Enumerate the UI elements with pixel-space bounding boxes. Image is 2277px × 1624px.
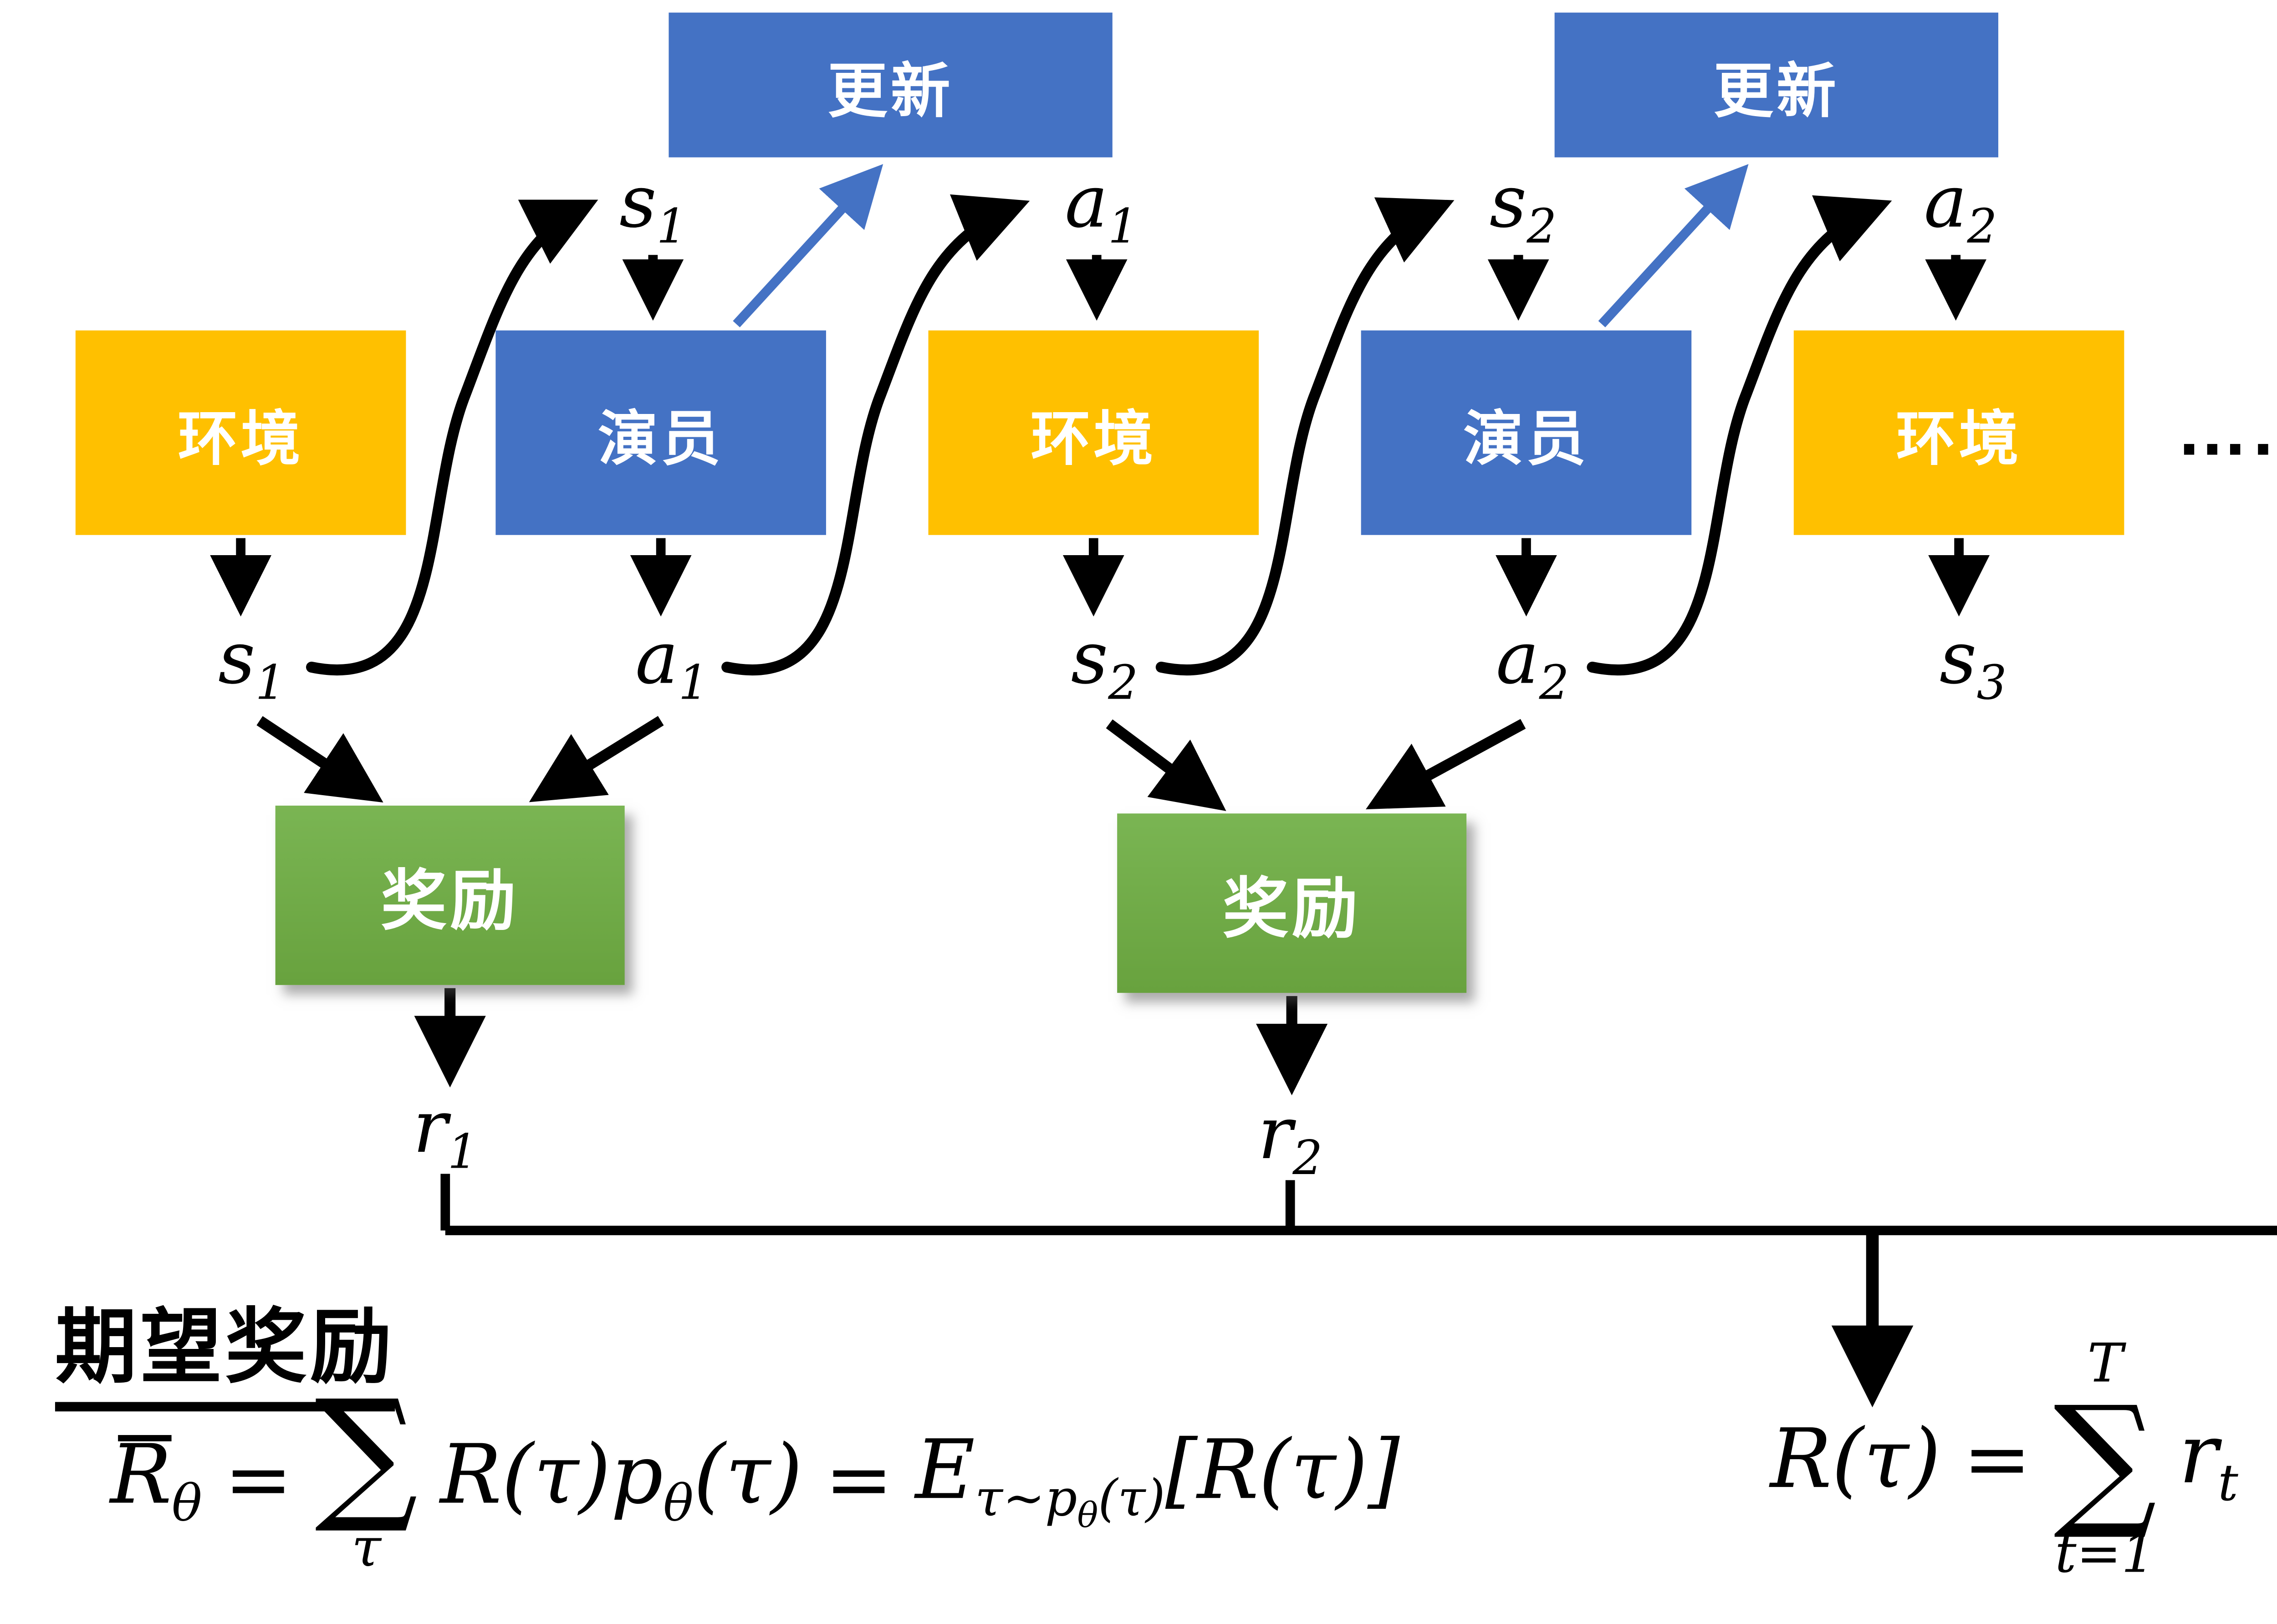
continuation-ellipsis: …… <box>2176 388 2277 471</box>
arrow-actor2-to-update2 <box>1598 164 1749 327</box>
equals-sign: = <box>224 1433 293 1527</box>
return-lhs: R(τ) <box>1770 1412 1941 1507</box>
sum-lower-limit: t=1 <box>2055 1523 2155 1587</box>
expectation-term: Eτ~pθ(τ)[R(τ)] <box>915 1424 1400 1537</box>
mid-label-s2: s2 <box>1071 615 1138 712</box>
expected-reward-heading: 期望奖励 <box>55 1281 395 1412</box>
mid-label-s1: s1 <box>218 615 286 712</box>
arrow-a2-to-reward2 <box>1366 719 1526 810</box>
equals-sign: = <box>1963 1412 2032 1507</box>
environment-box-2: 环境 <box>928 330 1259 535</box>
top-label-a1: a1 <box>1065 158 1138 255</box>
sigma-symbol: ∑ <box>2053 1375 2157 1544</box>
mid-label-a1: a1 <box>635 615 709 712</box>
top-label-s2: s2 <box>1489 158 1557 255</box>
sum-over-t: T ∑ t=1 <box>2053 1338 2157 1582</box>
reward-term: rt <box>2179 1407 2238 1512</box>
reward-label-r1: r1 <box>413 1084 478 1180</box>
expected-reward-formula: Rθ = ∑ τ R(τ)pθ(τ) = Eτ~pθ(τ)[R(τ)] <box>110 1369 1400 1581</box>
mid-label-a2: a2 <box>1496 615 1569 712</box>
rbar-term: Rθ <box>110 1428 202 1532</box>
arrow-a1-to-reward1 <box>529 716 664 802</box>
top-label-a2: a2 <box>1924 158 1997 255</box>
environment-box-3: 环境 <box>1793 330 2124 535</box>
reward-box-2: 奖励 <box>1117 813 1467 993</box>
actor-box-2: 演员 <box>1361 330 1692 535</box>
arrow-s1-to-reward1 <box>256 716 383 803</box>
actor-box-1: 演员 <box>495 330 826 535</box>
sum-upper-limit: T <box>2087 1333 2123 1396</box>
reward-box-1: 奖励 <box>275 806 625 985</box>
sigma-symbol: ∑ <box>315 1369 418 1537</box>
equals-sign-2: = <box>824 1433 893 1527</box>
mid-label-s3: s3 <box>1939 615 2007 712</box>
reward-label-r2: r2 <box>1258 1090 1323 1187</box>
sum-over-tau: ∑ τ <box>315 1369 418 1581</box>
update-box-2: 更新 <box>1554 12 1998 158</box>
update-box-1: 更新 <box>669 12 1113 158</box>
top-label-s1: s1 <box>619 158 687 255</box>
return-formula: R(τ) = T ∑ t=1 rt <box>1770 1338 2238 1582</box>
arrow-actor1-to-update1 <box>733 164 883 327</box>
environment-box-1: 环境 <box>75 330 406 535</box>
weighted-return-term: R(τ)pθ(τ) <box>440 1428 803 1532</box>
arrow-s2-to-reward2 <box>1106 719 1226 811</box>
sigma-under-label: τ <box>351 1517 381 1581</box>
